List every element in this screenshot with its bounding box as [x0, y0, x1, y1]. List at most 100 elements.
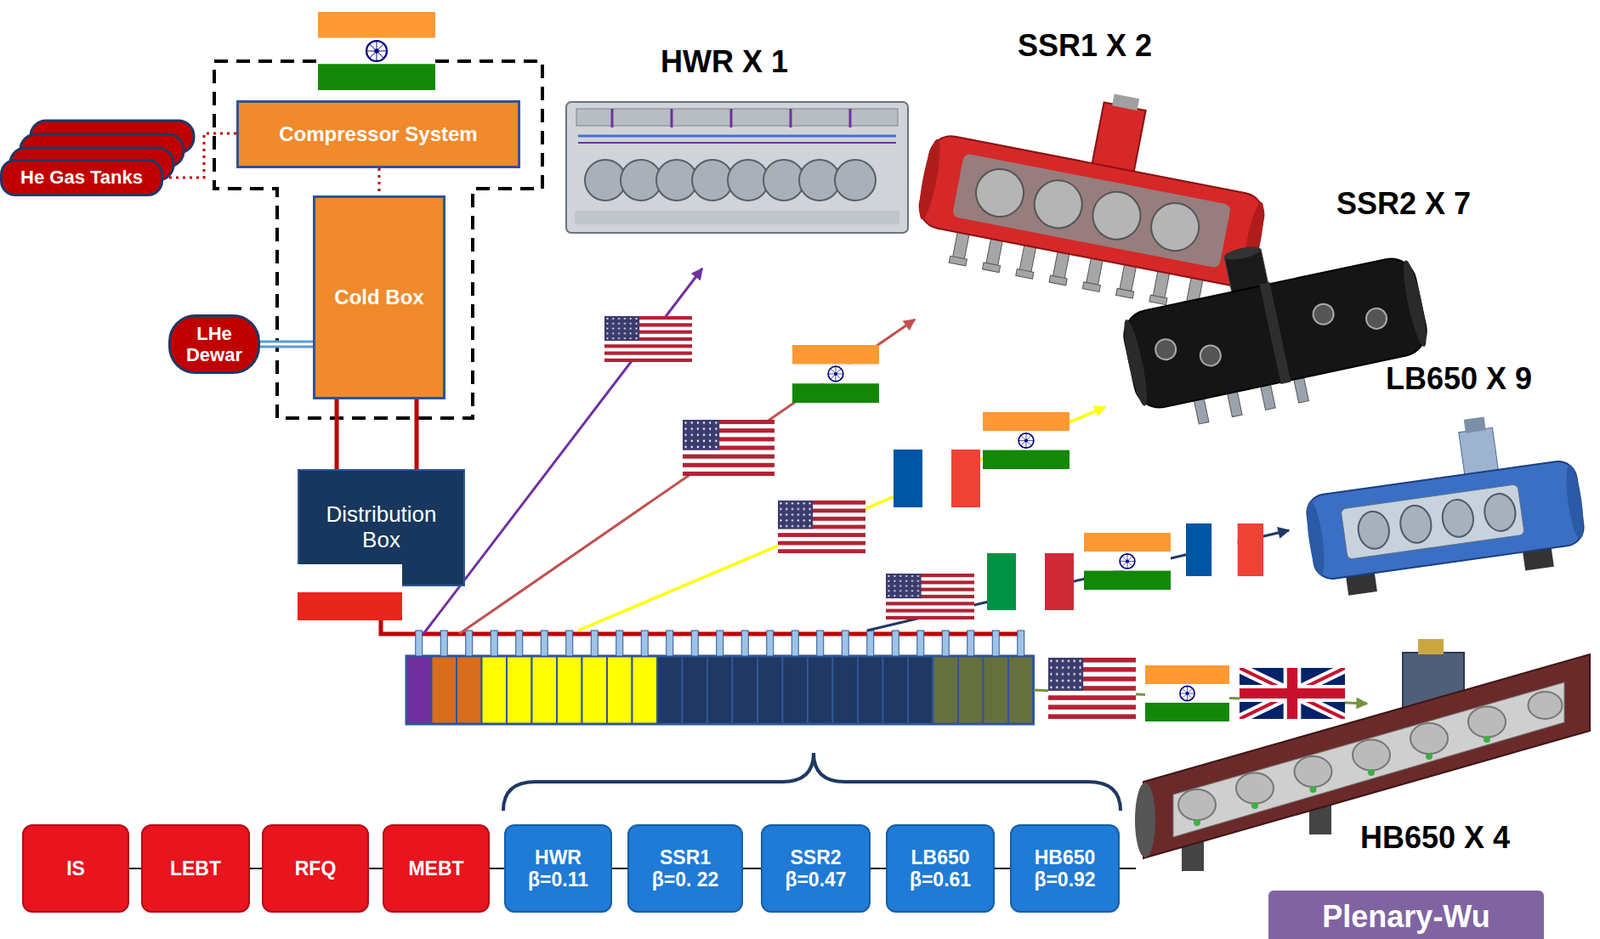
cryoplant-outline: [214, 61, 543, 419]
bayonet-tubes-part: [616, 630, 624, 657]
ssr1-cryomodule-part-part: [971, 164, 1028, 222]
hwr-cryomodule-part-part: [730, 108, 733, 128]
linac-strip-part: [482, 656, 508, 725]
connectors: [129, 133, 1010, 869]
module-title: SSR2 X 7: [1336, 186, 1471, 222]
double-line-core: [260, 343, 313, 347]
ssr1-cryomodule-part: [952, 153, 1232, 269]
module-title: LB650 X 9: [1385, 361, 1532, 397]
ssr1-cryomodule-part: [1112, 94, 1140, 111]
node-text: LEBT: [170, 857, 222, 880]
bayonet-tubes-part: [817, 630, 824, 657]
hwr-cryomodule-part: [578, 135, 897, 138]
india-flag: [1145, 665, 1230, 722]
lb650-cryomodule-part: [1303, 500, 1328, 577]
france-flag: [1185, 523, 1264, 577]
ssr1-cryomodule-part: [915, 132, 1268, 290]
hb650-cryomodule-part: [1143, 654, 1590, 859]
linac-strip-part: [782, 656, 809, 725]
bayonet-tubes-part: [891, 630, 899, 657]
connector-line: [378, 168, 381, 196]
hwr-cryomodule-part-part: [670, 108, 674, 128]
linac-strip: [406, 656, 1034, 725]
hwr-cryomodule-part-part: [789, 108, 793, 128]
bayonet-tubes-part: [841, 630, 849, 657]
hb650-cryomodule-part-part: [1294, 756, 1333, 788]
connector-line: [743, 868, 761, 870]
ssr1-arrow: [459, 319, 915, 635]
node-text: β=0.47: [784, 868, 846, 891]
linac-strip-part: [556, 656, 583, 725]
hwr-cryomodule-part-part: [727, 159, 769, 201]
hwr-cryomodule-part-part: [584, 159, 626, 201]
linac-strip-part: [582, 656, 608, 725]
hb650-cryomodule-part-part: [1251, 802, 1259, 810]
module-title: HWR X 1: [660, 44, 789, 80]
section-box: HWRβ=0.11: [504, 824, 613, 914]
bayonet-tubes-part: [867, 630, 874, 657]
linac-strip-part: [431, 656, 458, 725]
bayonet-tubes-part: [741, 630, 749, 657]
connector-line: [334, 399, 340, 470]
india-flag: [792, 345, 880, 403]
node-text: LB650: [910, 846, 970, 869]
node-text: Plenary-Wu: [1321, 899, 1490, 935]
node-text: RFQ: [295, 857, 337, 880]
ssr2-cryomodule-part-part: [1364, 306, 1389, 331]
us-flag: [682, 419, 775, 477]
section-box: MEBT: [382, 824, 490, 914]
ssr2-cryomodule-part-part: [1198, 343, 1223, 368]
node-text: Distribution Box: [306, 502, 457, 554]
hwr-cryomodule-part-part: [799, 159, 840, 201]
dewar-box: LHe Dewar: [168, 314, 261, 375]
france-flag: [893, 449, 981, 508]
bayonet-tubes-part: [791, 630, 799, 657]
linac-strip-part: [707, 656, 733, 725]
beamline-stub: [1119, 868, 1136, 870]
node-text: Cold Box: [334, 285, 424, 310]
hwr-cryomodule-part-part: [763, 159, 805, 201]
linac-strip-part: [406, 656, 1034, 725]
section-box: LB650β=0.61: [885, 824, 995, 914]
ssr1-cryomodule-part-part: [1015, 269, 1034, 280]
ssr2-cryomodule-part: [1259, 282, 1292, 385]
ssr2-cryomodule-part-part: [1310, 302, 1335, 327]
node-text: IS: [66, 857, 86, 880]
node-text: He Gas Tanks: [20, 166, 143, 188]
linac-strip-part: [607, 656, 633, 725]
section-box: LEBT: [141, 824, 250, 914]
us-flag: [1048, 658, 1136, 720]
node-text: LHe Dewar: [178, 323, 250, 367]
hwr-cryomodule-part-part: [692, 159, 733, 201]
linac-strip-part: [958, 656, 984, 725]
node-text: β=0.92: [1033, 868, 1096, 891]
hwr-cryomodule-part: [584, 159, 876, 201]
ssr2-cryomodule-part-part: [1153, 337, 1178, 362]
hb650-cryomodule: [1134, 639, 1590, 872]
ssr2-cryomodule-part: [1119, 317, 1152, 408]
ssr1-cryomodule-part-part: [1149, 295, 1168, 306]
ssr2-cryomodule: [1110, 214, 1437, 437]
italy-flag: [987, 553, 1074, 611]
hb650-cryomodule-part-part: [1468, 707, 1506, 738]
connector-line: [489, 868, 505, 870]
bayonet-tubes-part: [516, 630, 523, 657]
hb650-cryomodule-part: [1418, 639, 1444, 655]
hb650-cryomodule-part-part: [1410, 723, 1448, 755]
hb650-cryomodule-part: [1173, 682, 1565, 838]
bayonet-tubes-part: [1017, 630, 1025, 657]
ssr1-cryomodule-part-part: [1089, 187, 1146, 244]
connector-line: [994, 868, 1010, 870]
linac-strip-part: [757, 656, 783, 725]
node-text: SSR1: [659, 846, 711, 869]
section-brace: [503, 753, 1121, 812]
node-text: HWR: [534, 846, 582, 869]
tank-box: He Gas Tanks: [0, 158, 164, 197]
module-title: HB650 X 4: [1360, 820, 1510, 856]
section-box: RFQ: [261, 824, 369, 914]
hb650-cryomodule-part: [1178, 692, 1563, 821]
bayonet-tubes-part: [566, 630, 574, 657]
ssr2-arrow: [578, 407, 1106, 631]
ssr2-cryomodule-part: [1399, 259, 1431, 349]
ssr1-cryomodule-part: [971, 164, 1203, 256]
